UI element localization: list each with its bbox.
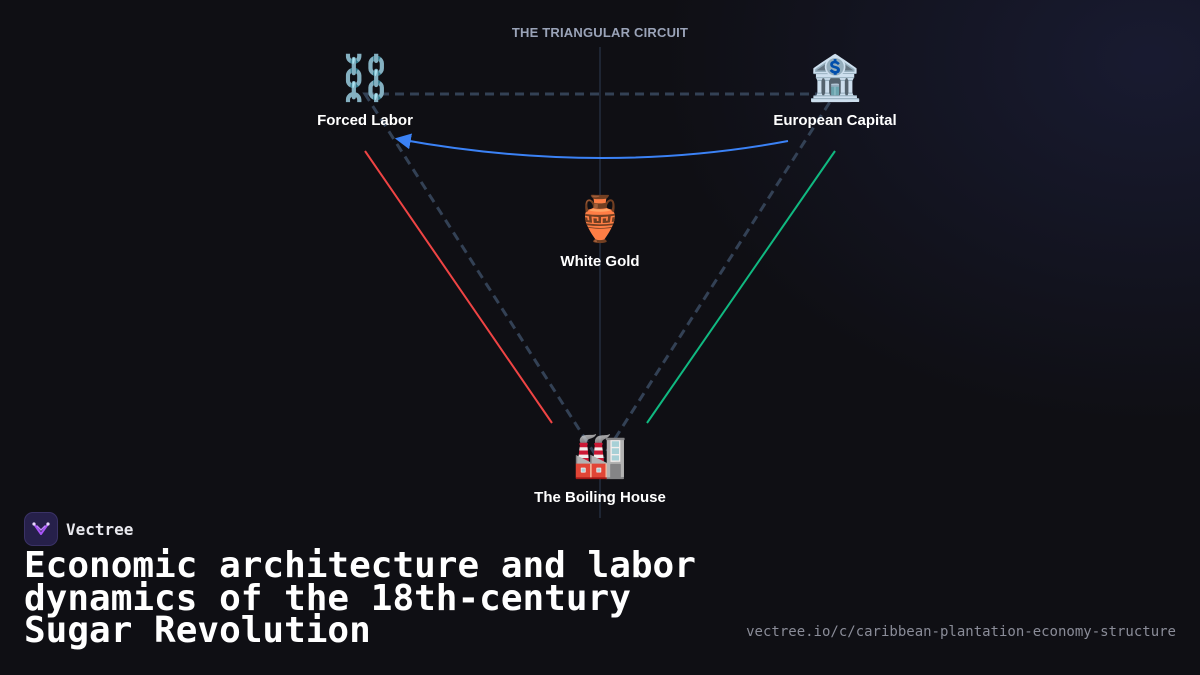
diagram-title: THE TRIANGULAR CIRCUIT xyxy=(511,25,689,40)
bank-icon: 🏦 xyxy=(807,54,863,103)
node-label: European Capital xyxy=(773,112,897,129)
node-label: White Gold xyxy=(560,253,640,270)
brand: Vectree xyxy=(24,512,133,546)
factory-icon: 🏭 xyxy=(572,431,628,480)
node-european-capital: 🏦 European Capital xyxy=(735,54,935,129)
connector-boiling-to-capital xyxy=(646,150,836,424)
node-boiling-house: 🏭 The Boiling House xyxy=(500,431,700,506)
node-forced-labor: ⛓️ Forced Labor xyxy=(265,54,465,129)
connector-capital-to-labor xyxy=(394,133,789,159)
vectree-logo-icon xyxy=(24,512,58,546)
node-white-gold: 🏺 White Gold xyxy=(500,195,700,270)
amphora-icon: 🏺 xyxy=(572,195,628,244)
brand-name: Vectree xyxy=(66,519,134,539)
node-label: Forced Labor xyxy=(317,112,413,129)
connector-labor-to-boiling xyxy=(364,150,553,424)
source-url: vectree.io/c/caribbean-plantation-econom… xyxy=(746,624,1176,640)
headline: Economic architecture and labor dynamics… xyxy=(24,545,696,651)
chains-icon: ⛓️ xyxy=(337,54,393,103)
node-label: The Boiling House xyxy=(534,489,666,506)
